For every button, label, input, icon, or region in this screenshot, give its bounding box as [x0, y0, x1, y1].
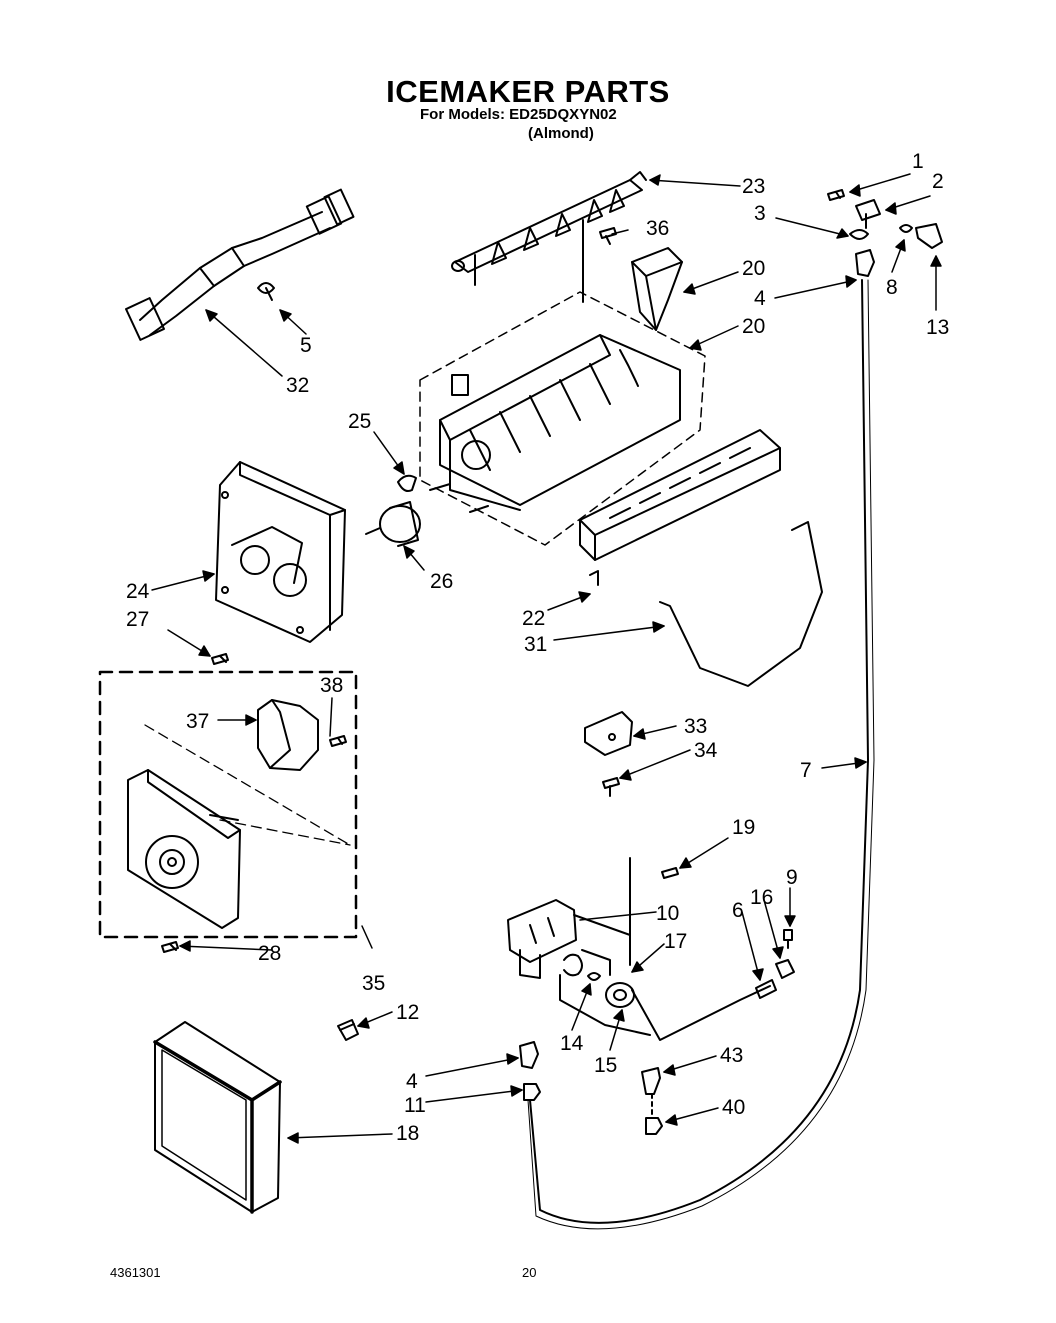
ice-mold	[419, 291, 706, 546]
screw-1	[827, 189, 845, 201]
insert-43	[641, 1067, 661, 1095]
nut-40	[645, 1117, 663, 1135]
color-line: (Almond)	[528, 125, 594, 142]
clamp-3	[849, 229, 869, 240]
callout-16: 16	[750, 886, 773, 909]
callout-13: 13	[926, 316, 949, 339]
module-housing	[127, 769, 241, 929]
screw-36	[599, 227, 617, 245]
washer-8	[899, 224, 913, 233]
callout-12: 12	[396, 1001, 419, 1024]
callout-40: 40	[722, 1096, 745, 1119]
callout-28: 27	[126, 608, 149, 631]
motor-27	[365, 501, 421, 547]
callout-4-top: 4	[754, 287, 766, 310]
callout-26: 25	[348, 410, 371, 433]
callout-43: 43	[720, 1044, 743, 1067]
callout-1: 1	[912, 150, 924, 173]
models-line: For Models: ED25DQXYN02	[420, 106, 617, 123]
callout-25: 24	[126, 580, 150, 603]
fitting-6	[755, 979, 777, 999]
screw-38	[329, 735, 347, 747]
control-housing	[215, 461, 346, 643]
screw-9	[783, 929, 793, 949]
nut-11	[523, 1083, 541, 1101]
callout-5: 5	[300, 334, 312, 357]
callout-27: 26	[430, 570, 453, 593]
water-valve	[507, 857, 631, 979]
shutoff-arm	[579, 429, 781, 586]
grommet-14	[587, 972, 601, 981]
callout-35: 35	[362, 972, 385, 995]
insert-4-upper	[855, 249, 875, 277]
screw-19	[661, 867, 679, 879]
module-kit-box	[98, 670, 358, 939]
callout-3: 3	[754, 202, 766, 225]
callout-37: 37	[186, 710, 209, 733]
callout-33: 33	[684, 715, 707, 738]
callout-34: 34	[694, 739, 718, 762]
callout-15: 15	[594, 1054, 617, 1077]
module-motor	[257, 699, 319, 771]
screw-30	[161, 941, 179, 953]
module-section-lines	[144, 724, 351, 846]
valve-2	[855, 199, 881, 229]
insert-4-lower	[519, 1041, 539, 1069]
callout-38: 38	[320, 674, 343, 697]
page-number: 20	[522, 1265, 537, 1280]
water-tube	[529, 279, 869, 1224]
callout-30: 28	[258, 942, 281, 965]
page-title: ICEMAKER PARTS	[386, 74, 670, 109]
ejector-bar	[451, 171, 647, 303]
clip-26	[397, 474, 417, 492]
callout-11: 11	[404, 1094, 426, 1117]
wire-harness	[125, 188, 355, 341]
callout-8: 8	[886, 276, 898, 299]
clamp-16	[775, 959, 795, 979]
callout-19: 19	[732, 816, 755, 839]
callout-2: 2	[932, 170, 944, 193]
callout-22: 20	[742, 257, 765, 280]
callout-labels: 23 1 2 3 36 20 4 8 13 20 5 32 25 26 24 2…	[126, 150, 949, 1145]
callout-6: 6	[732, 899, 744, 922]
callout-10: 10	[656, 902, 679, 925]
feeler-arm	[659, 521, 823, 687]
screw-28	[211, 653, 229, 665]
callout-23: 23	[742, 175, 765, 198]
fill-cup	[631, 247, 683, 331]
callout-24: 22	[522, 607, 545, 630]
cover-33	[584, 711, 633, 756]
callout-32: 32	[286, 374, 309, 397]
doc-number: 4361301	[110, 1265, 161, 1280]
callout-31: 31	[524, 633, 547, 656]
fitting-15	[605, 982, 635, 1008]
callout-18: 18	[396, 1122, 419, 1145]
wire-nut-12	[337, 1019, 359, 1041]
callout-4-bottom: 4	[406, 1070, 418, 1093]
callout-36: 36	[646, 217, 669, 240]
screw-34	[602, 777, 620, 797]
callout-14: 14	[560, 1032, 584, 1055]
valve-tube	[631, 985, 771, 1041]
callout-7: 7	[800, 759, 812, 782]
leader-lines	[151, 173, 942, 1144]
fitting-13	[915, 223, 943, 249]
filter-block	[153, 1021, 282, 1214]
callout-20: 20	[742, 315, 765, 338]
callout-17: 17	[664, 930, 687, 953]
callout-9: 9	[786, 866, 798, 889]
